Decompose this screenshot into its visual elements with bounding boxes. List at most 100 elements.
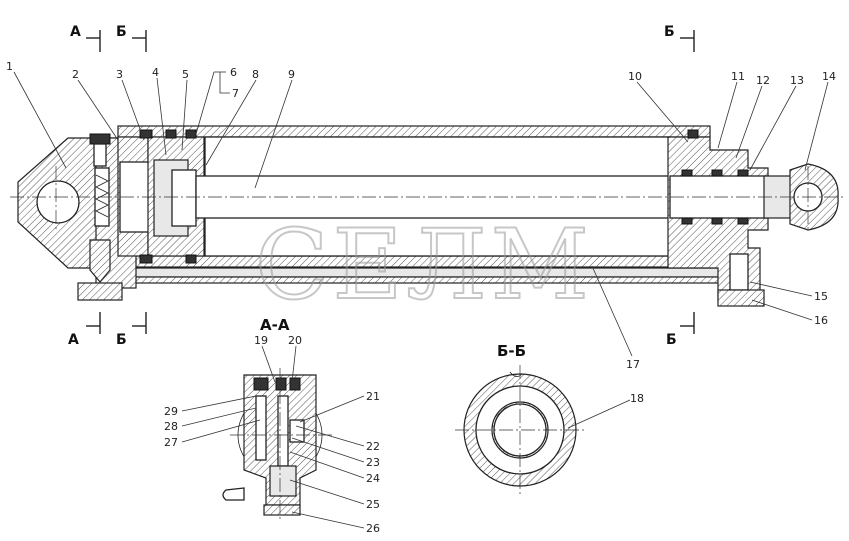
leader-lines xyxy=(13,71,829,529)
callout-16: 16 xyxy=(814,314,828,327)
leader-6 xyxy=(195,71,215,135)
callout-4: 4 xyxy=(152,66,159,79)
leader-26 xyxy=(291,511,365,529)
leader-13 xyxy=(749,85,797,171)
callout-numbers: 1 2 3 4 5 6 7 8 9 10 11 12 13 14 15 16 1… xyxy=(6,60,836,535)
cut-mark-b-bottom-right: Б xyxy=(666,332,677,348)
leader-21 xyxy=(299,395,365,423)
aa-bottom-nut xyxy=(263,504,301,516)
aa-left-channel xyxy=(255,395,267,461)
callout-17: 17 xyxy=(626,358,640,371)
gland-seal-1 xyxy=(681,169,693,177)
cut-mark-a-bottom: А xyxy=(68,332,79,348)
bb-cut-tab xyxy=(509,371,523,377)
aa-valve-pocket xyxy=(289,419,305,443)
leader-5 xyxy=(181,79,188,151)
aa-side-pin xyxy=(222,487,245,501)
aa-screw-20 xyxy=(289,377,301,391)
valve-spring xyxy=(95,174,109,218)
leader-27 xyxy=(181,419,261,443)
leader-7-branch xyxy=(219,72,230,94)
front-plug-base xyxy=(717,289,765,307)
seal-ring-1 xyxy=(139,129,153,139)
leader-20 xyxy=(291,345,297,383)
screw-head-top xyxy=(89,133,111,145)
callout-7: 7 xyxy=(232,87,239,100)
main-section-view xyxy=(10,125,845,307)
leader-22 xyxy=(295,425,365,447)
leader-19 xyxy=(261,345,276,383)
callout-20: 20 xyxy=(288,334,302,347)
seal-ring-4 xyxy=(139,254,153,264)
callout-8: 8 xyxy=(252,68,259,81)
cut-mark-b-top-left: Б xyxy=(116,24,127,40)
gland-seal-3 xyxy=(737,169,749,177)
leader-1 xyxy=(13,71,67,169)
callout-10: 10 xyxy=(628,70,642,83)
leader-12 xyxy=(735,85,763,159)
section-aa-title: А-А xyxy=(260,316,290,334)
front-valve-bore xyxy=(729,253,749,291)
cut-mark-b-top-right: Б xyxy=(664,24,675,40)
leader-29 xyxy=(181,395,257,412)
gland-seal-5 xyxy=(711,217,723,225)
callout-3: 3 xyxy=(116,68,123,81)
callout-23: 23 xyxy=(366,456,380,469)
callout-18: 18 xyxy=(630,392,644,405)
section-bb-view: Б-Б xyxy=(455,342,585,495)
callout-21: 21 xyxy=(366,390,380,403)
leader-15 xyxy=(749,281,813,297)
leader-28 xyxy=(181,407,257,427)
callout-15: 15 xyxy=(814,290,828,303)
leader-25 xyxy=(289,479,365,505)
leader-16 xyxy=(751,299,813,321)
seal-ring-2 xyxy=(165,129,177,139)
callout-22: 22 xyxy=(366,440,380,453)
section-cut-marks: А Б Б А Б Б xyxy=(68,24,695,348)
callout-26: 26 xyxy=(366,522,380,535)
leader-23 xyxy=(291,437,365,463)
leader-14 xyxy=(804,81,829,171)
callout-28: 28 xyxy=(164,420,178,433)
callout-29: 29 xyxy=(164,405,178,418)
callout-13: 13 xyxy=(790,74,804,87)
callout-19: 19 xyxy=(254,334,268,347)
leader-24 xyxy=(289,451,365,479)
leader-4 xyxy=(156,77,167,156)
leader-2 xyxy=(77,79,119,141)
section-aa-view: А-А xyxy=(222,316,332,520)
callout-14: 14 xyxy=(822,70,836,83)
leader-17 xyxy=(591,265,633,357)
bottom-plug-base xyxy=(77,282,123,301)
callout-27: 27 xyxy=(164,436,178,449)
callout-24: 24 xyxy=(366,472,380,485)
callout-2: 2 xyxy=(72,68,79,81)
callout-6: 6 xyxy=(230,66,237,79)
gland-seal-6 xyxy=(737,217,749,225)
leader-8 xyxy=(205,79,257,166)
leader-10 xyxy=(636,81,689,143)
cut-mark-b-bottom-left: Б xyxy=(116,332,127,348)
callout-5: 5 xyxy=(182,68,189,81)
bottom-plug xyxy=(89,239,111,283)
aa-center-channel xyxy=(277,395,289,467)
watermark: СЕЛМ xyxy=(255,209,593,321)
nut-washer xyxy=(171,169,197,227)
aa-bottom-plug xyxy=(269,465,297,497)
gland-seal-2 xyxy=(711,169,723,177)
aa-screw-left xyxy=(253,377,269,391)
leader-9 xyxy=(254,79,293,189)
gland-seal-top xyxy=(687,129,699,139)
clevis-pin-bore xyxy=(36,180,80,224)
screw-shank xyxy=(93,143,107,167)
callout-9: 9 xyxy=(288,68,295,81)
callout-11: 11 xyxy=(731,70,745,83)
leader-3 xyxy=(121,79,145,141)
leader-11 xyxy=(717,81,738,149)
cut-mark-a-top: А xyxy=(70,24,81,40)
barrel-top-wall xyxy=(117,125,711,138)
gland-seal-4 xyxy=(681,217,693,225)
leader-18 xyxy=(567,399,631,429)
aa-screw-19 xyxy=(275,377,287,391)
section-bb-title: Б-Б xyxy=(497,342,526,360)
